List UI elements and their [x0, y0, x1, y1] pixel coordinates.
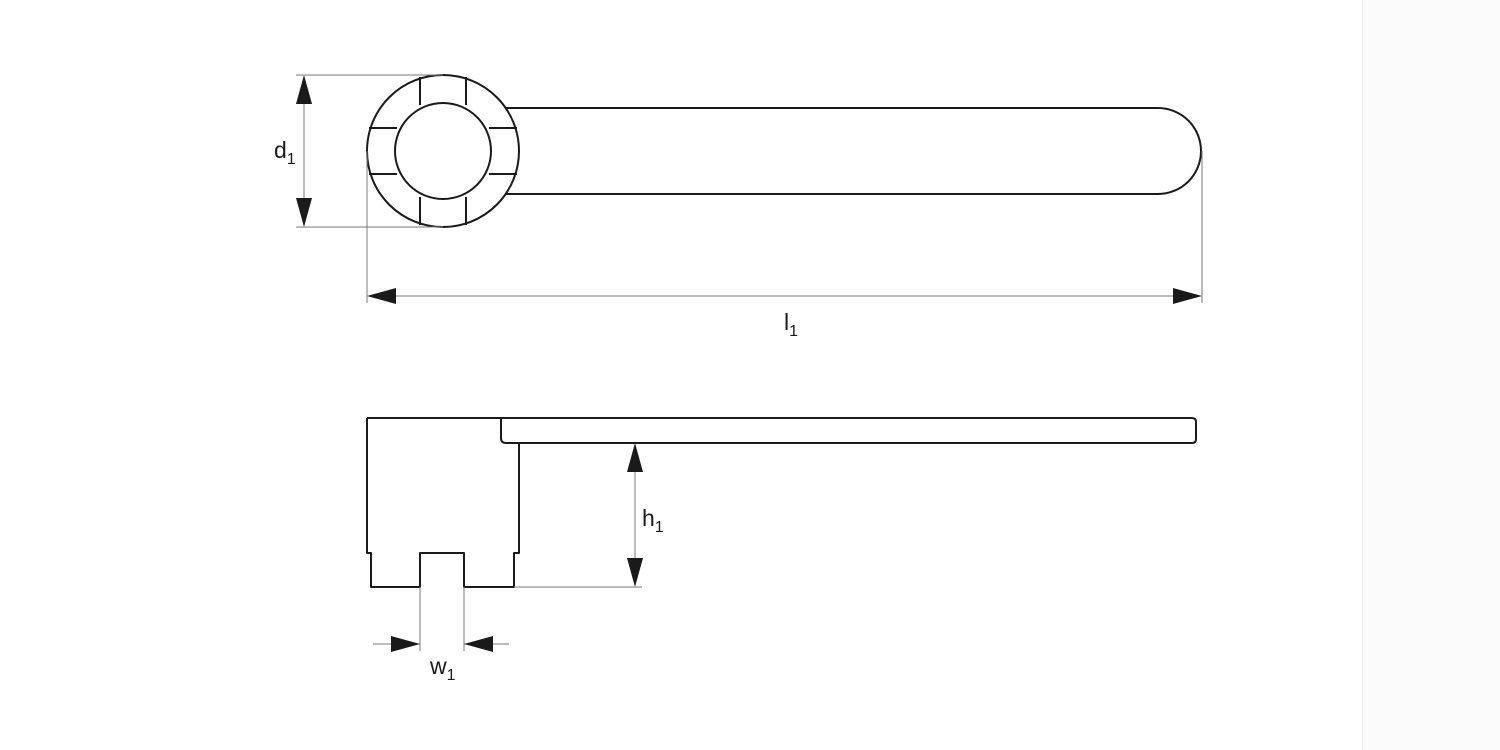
- dimension-d1: d1: [274, 74, 443, 228]
- side-view-outline: [366, 417, 1197, 588]
- side-view: [366, 417, 1197, 588]
- dimension-h1: h1: [514, 443, 664, 588]
- l1-arrow-right: [1173, 288, 1202, 304]
- d1-arrow-top: [296, 75, 312, 104]
- top-view-slot-lines: [369, 77, 517, 225]
- top-view-handle: [505, 107, 1202, 195]
- w1-arrow-left: [391, 636, 420, 652]
- w1-label: w1: [429, 653, 456, 684]
- h1-arrow-top: [627, 443, 643, 472]
- h1-arrow-bottom: [627, 558, 643, 587]
- w1-arrow-right: [464, 636, 493, 652]
- l1-label: l1: [784, 309, 798, 340]
- top-view-head-outer-circle: [366, 74, 520, 228]
- d1-arrow-bottom: [296, 198, 312, 227]
- l1-arrow-left: [367, 288, 396, 304]
- right-margin-strip: [1362, 0, 1500, 750]
- dimension-l1: l1: [366, 151, 1203, 340]
- d1-label: d1: [274, 137, 296, 168]
- h1-label: h1: [642, 505, 664, 536]
- top-view-head-inner-bore: [394, 102, 492, 200]
- dimension-w1: w1: [373, 587, 509, 684]
- top-view: [366, 74, 1202, 228]
